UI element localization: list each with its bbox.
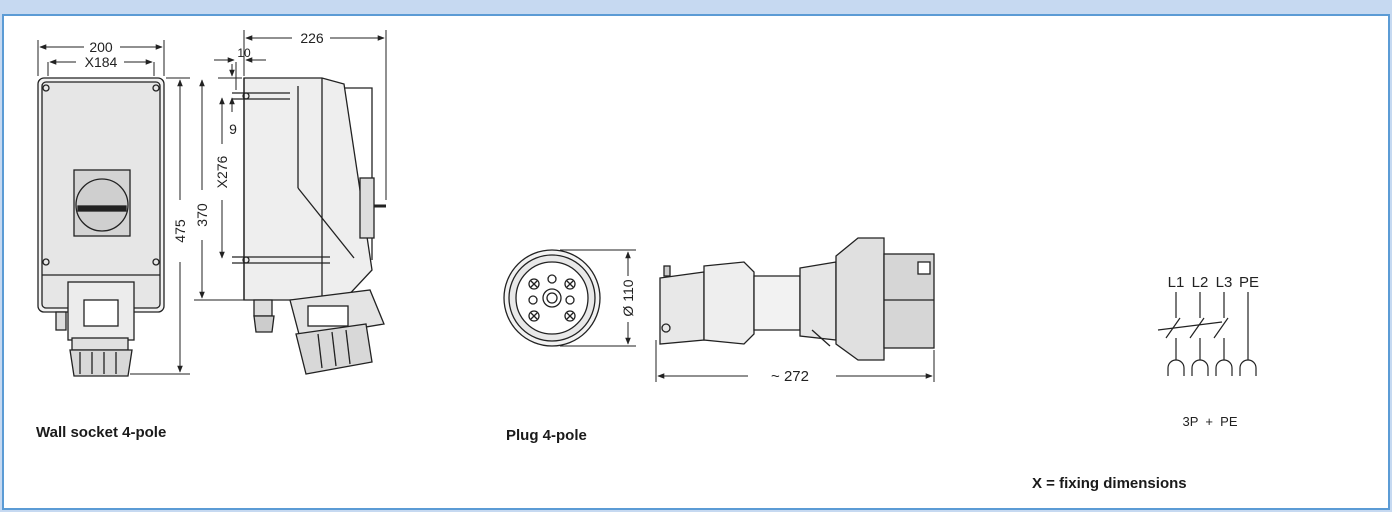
dim-width-fixing: X184	[85, 54, 118, 70]
dim-offset-9: 9	[229, 121, 237, 137]
dim-height-total: 475	[172, 219, 188, 243]
dim-depth-offset: 10	[237, 46, 251, 60]
width-dimensions	[37, 40, 165, 76]
plug-length-dimension	[655, 340, 935, 382]
dim-height-body: 370	[194, 203, 210, 227]
dim-depth-total: 226	[300, 30, 324, 46]
wall-socket-side-view	[232, 77, 386, 375]
plug-side-view	[659, 237, 935, 361]
depth-dimensions	[214, 30, 387, 200]
pole-label-pe: PE	[1239, 274, 1259, 291]
pole-label-l1: L1	[1168, 274, 1185, 291]
dim-height-fixing: X276	[214, 155, 230, 188]
plug-diameter-dimension	[560, 249, 636, 347]
dim-plug-diameter: Ø 110	[620, 279, 636, 316]
height-body-dimensions	[194, 79, 254, 301]
pole-config: 3P + PE	[1182, 414, 1237, 429]
wall-socket-front-view	[37, 77, 165, 377]
offset-9-dimension	[218, 64, 242, 112]
pole-schematic	[1157, 292, 1257, 376]
pole-label-l3: L3	[1216, 274, 1233, 291]
caption-wall-socket: Wall socket 4-pole	[36, 424, 167, 441]
plug-front-view	[503, 249, 601, 347]
pole-label-l2: L2	[1192, 274, 1209, 291]
drawing-panel	[2, 14, 1390, 510]
caption-fixing-note: X = fixing dimensions	[1032, 475, 1187, 492]
caption-plug: Plug 4-pole	[506, 427, 587, 444]
height-total-dimension	[130, 77, 190, 375]
dim-plug-length: ~ 272	[771, 368, 809, 385]
dim-width-total: 200	[89, 39, 113, 55]
